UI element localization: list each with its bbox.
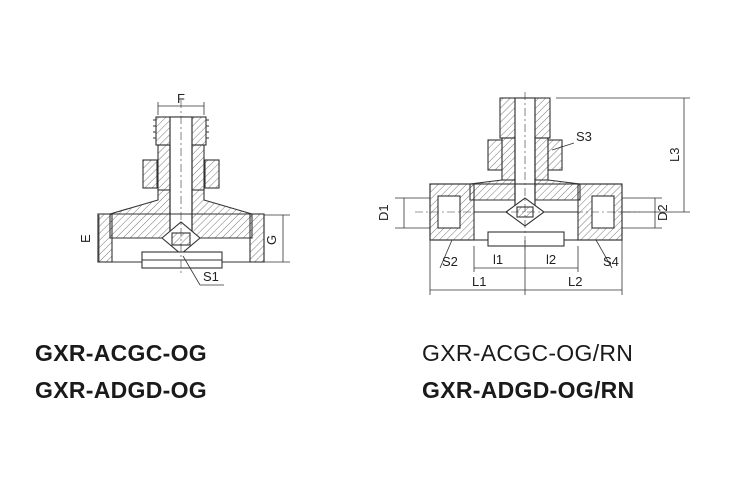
dim-S2-label: S2 (442, 254, 458, 269)
left-code-1: GXR-ACGC-OG (35, 340, 207, 366)
dim-E-label: E (78, 234, 93, 243)
dim-l2-label: l2 (546, 252, 556, 267)
right-code-1-text: GXR-ACGC-OG/RN (422, 340, 634, 366)
left-code-2: GXR-ADGD-OG (35, 377, 207, 403)
dim-L3-label: L3 (667, 148, 682, 162)
dim-G-label: G (264, 235, 279, 245)
dim-S1-label: S1 (203, 269, 219, 284)
dim-S4-label: S4 (603, 254, 619, 269)
right-code-2: GXR-ADGD-OG/RN (422, 377, 635, 403)
right-code-1: GXR-ACGC-OG/RN (422, 340, 633, 367)
dim-D1-label: D1 (376, 204, 391, 221)
dim-L1-label: L1 (472, 274, 486, 289)
dim-l1-label: l1 (493, 252, 503, 267)
dim-S3-label: S3 (576, 129, 592, 144)
left-fitting-drawing (97, 100, 290, 286)
dim-F-label: F (177, 91, 185, 106)
right-fitting-drawing (395, 92, 690, 295)
dim-D2-label: D2 (655, 204, 670, 221)
dim-L2-label: L2 (568, 274, 582, 289)
